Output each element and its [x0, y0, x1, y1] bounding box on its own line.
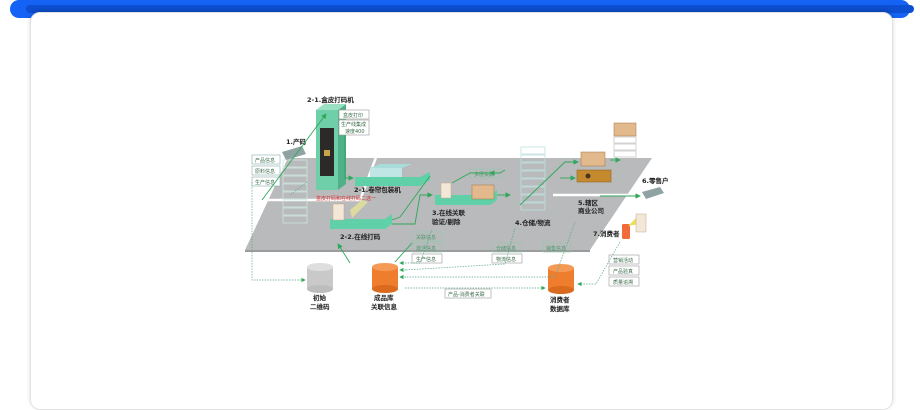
service-verify-text: 产品验真 [613, 268, 633, 275]
wrapper-machine-block [370, 168, 402, 177]
info-box-production-mid-text: 生产信息 [416, 256, 436, 263]
code-generation-pad [282, 146, 306, 160]
integration-note [338, 119, 370, 136]
sales-info-text: 销售信息 [546, 245, 566, 252]
step1-label: 1.产码 [286, 137, 306, 146]
case-box-retail [613, 122, 637, 137]
info-box-warehouse-text: 仓储信息 [496, 245, 516, 252]
info-box-material [251, 165, 281, 176]
consumer-carton [635, 213, 647, 233]
flow-arrows [261, 113, 641, 264]
association-station [435, 190, 497, 205]
step3-label-line2: 验证/剔除 [432, 217, 461, 226]
step2-1-printer-label: 2-1.盒皮打码机 [307, 95, 354, 104]
layer-stack-warehouse [520, 146, 546, 211]
info-box-production-mid [411, 253, 443, 264]
info-box-warehouse [491, 242, 523, 253]
finished-db-label-line2: 关联信息 [371, 302, 398, 311]
service-trace-text: 质量追溯 [613, 279, 633, 286]
step6-label: 6.零售户 [642, 176, 669, 185]
wrapper-machine [355, 172, 430, 186]
phone-icon [622, 224, 630, 239]
case-box-1 [471, 184, 495, 200]
integration-note-line2: 速度400 [345, 128, 365, 135]
info-box-logistics [491, 253, 523, 264]
platform-front-edge [245, 250, 590, 252]
service-verify [608, 265, 640, 276]
wrapper-machine-top [370, 164, 412, 168]
info-box-activation-text: 激活信息 [416, 245, 436, 252]
service-marketing-text: 营销活动 [613, 257, 633, 264]
finished-goods-db [372, 263, 398, 293]
scanner-beam [350, 200, 368, 218]
service-trace [608, 276, 640, 287]
carton-product-2 [440, 182, 452, 199]
step5-label-line2: 商业公司 [578, 206, 604, 215]
sales-info-box [542, 242, 572, 253]
data-links [251, 181, 621, 291]
info-box-association [411, 231, 443, 242]
layer-stack-left [282, 159, 308, 224]
info-box-production [251, 176, 281, 187]
consumer-db-label-line1: 消费者 [550, 295, 570, 304]
product-consumer-link-text: 产品-消费者关联 [448, 291, 485, 298]
step4-label: 4.仓储/物流 [515, 218, 551, 227]
case-box-3-seal [585, 173, 591, 179]
step2-2-label: 2-2.在线打码 [340, 232, 381, 241]
initial-db-label-line2: 二维码 [310, 302, 330, 311]
integration-note-line1: 生产线集成 [341, 121, 366, 128]
info-box-association-text: 关联信息 [416, 234, 436, 241]
case-box-2 [580, 151, 606, 167]
step7-label: 7.消费者 [593, 229, 620, 238]
multi-layer-link-text: 多层关联 [474, 171, 494, 178]
window-top-bar-inner [26, 5, 914, 13]
initial-db-label-line1: 初始 [313, 293, 327, 302]
info-box-material-text: 原料信息 [255, 168, 275, 175]
step3-label-line1: 3.在线关联 [432, 208, 465, 217]
initial-code-db [307, 263, 333, 293]
box-print-note [338, 109, 370, 120]
retailer-pad [642, 187, 664, 199]
choice-note: 盒皮打码和在线打码二选一 [316, 195, 376, 202]
case-box-3 [576, 169, 612, 183]
layer-stack-retail [613, 136, 637, 158]
info-box-product-text: 产品信息 [255, 157, 275, 164]
consumer-db [548, 264, 574, 294]
step2-1-wrapper-label: 2-1.卷帘包装机 [354, 185, 401, 194]
info-box-product [251, 154, 281, 165]
printer-machine-light [324, 150, 330, 156]
consumer-db-label-line2: 数据库 [550, 304, 570, 313]
product-consumer-link-box [444, 288, 492, 299]
info-box-production-text: 生产信息 [255, 179, 275, 186]
finished-db-label-line1: 成品库 [374, 293, 394, 302]
service-marketing [608, 254, 640, 265]
online-coder-machine [330, 214, 392, 229]
box-printer-tower-top [316, 104, 346, 110]
carton-product-1 [332, 203, 345, 221]
step5-label-line1: 5.辖区 [578, 198, 598, 207]
box-print-note-text: 盒皮打印 [343, 112, 363, 119]
